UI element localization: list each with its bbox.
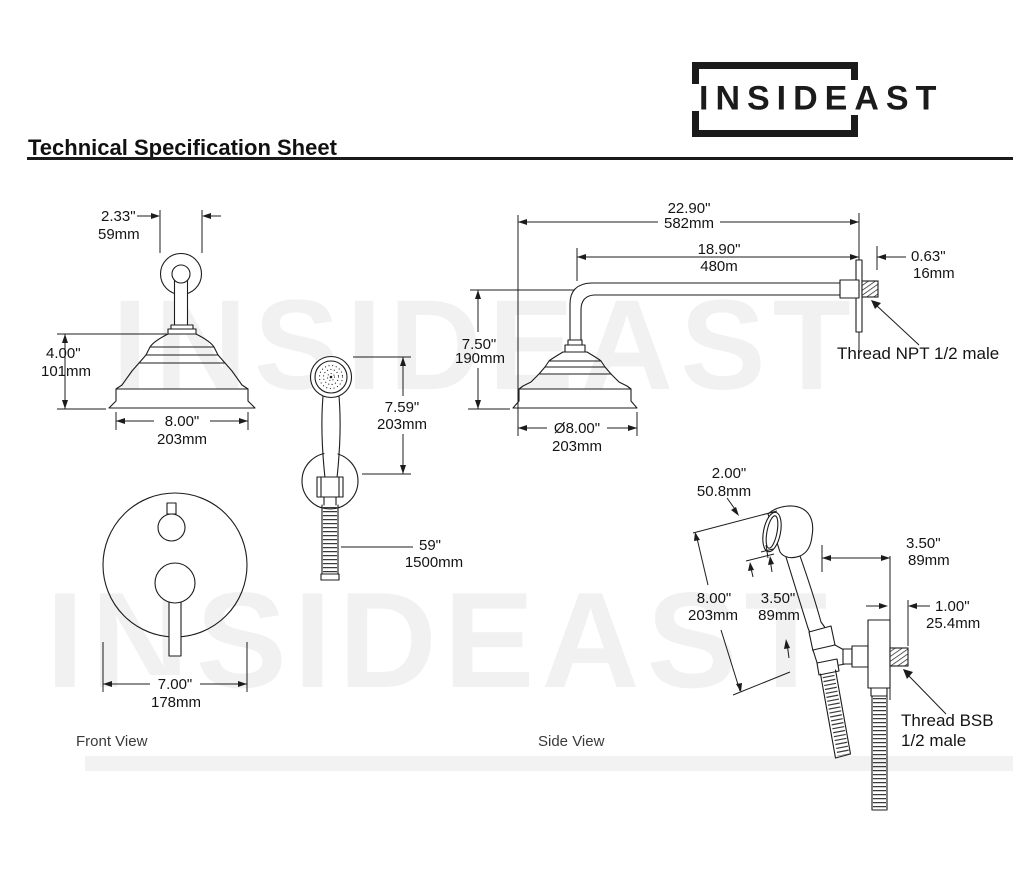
shower-head-side [512,339,638,409]
dim-drop-height: 7.50" 190mm [455,289,574,410]
dim-flange-width: 2.33" 59mm [98,208,221,253]
dim-text: 1500mm [405,554,463,571]
dim-text: 190mm [455,350,505,367]
dim-text: 59mm [98,226,140,243]
logo-text: INSIDEAST [699,79,944,118]
dim-text: 18.90" [698,241,741,258]
dim-text: 4.00" [46,345,81,362]
shower-arm-side [564,213,879,353]
dim-text: Ø8.00" [554,420,600,437]
dim-text: 8.00" [165,413,200,430]
title-rule [27,157,1013,160]
thread-bsb-text: Thread BSB [901,711,994,730]
thread-bsb-text: 1/2 male [901,731,966,750]
brand-logo: INSIDEAST [692,62,984,137]
dim-text: 203mm [552,438,602,455]
dim-text: 203mm [157,431,207,448]
dim-head-diameter: Ø8.00" 203mm [518,412,638,455]
dim-text: 178mm [151,694,201,711]
side-view-label: Side View [538,733,605,750]
dim-head-height: 4.00" 101mm [41,333,167,410]
dim-total-projection: 22.90" 582mm [517,200,859,436]
dim-text: 59" [419,537,441,554]
dim-text: 7.00" [158,676,193,693]
dim-flange-depth: 0.63" 16mm [876,246,955,282]
dim-text: 480m [700,258,738,275]
dim-handshower-head-width: 2.00" 50.8mm [692,465,778,534]
dim-text: 25.4mm [926,615,980,632]
watermark-box-band [85,756,1013,771]
thread-bsb-label: Thread BSB 1/2 male [901,669,994,750]
front-view-label: Front View [76,733,148,750]
hand-shower-side [762,505,909,811]
dim-text: 1.00" [935,598,970,615]
logo-box [692,62,858,137]
mixer-valve-front [102,492,248,657]
dim-text: 3.50" [761,590,796,607]
dim-text: 2.00" [712,465,747,482]
watermark-row-1: INSIDEAST [112,274,858,417]
dim-text: 582mm [664,215,714,232]
dim-handshower-wall-distance: 3.50" 89mm [821,535,950,572]
dim-text: 203mm [377,416,427,433]
dim-text: 3.50" [906,535,941,552]
hand-shower-front [301,355,359,581]
dim-text: 7.50" [462,336,497,353]
overhead-shower-front [108,252,256,409]
dim-valve-diameter: 7.00" 178mm [102,642,248,711]
dim-text: 16mm [913,265,955,282]
dim-text: 89mm [758,607,800,624]
dim-handshower-handle-length: 3.50" 89mm [745,544,800,659]
dim-text: 2.33" [101,208,136,225]
dim-head-width: 8.00" 203mm [115,412,249,448]
dim-text: 89mm [908,552,950,569]
dim-text: 7.59" [385,399,420,416]
dim-text: 50.8mm [697,483,751,500]
dim-text: 8.00" [697,590,732,607]
dim-arm-length: 18.90" 480m [576,241,859,281]
dim-bracket-depth: 1.00" 25.4mm [866,598,980,646]
dim-hose-length: 59" 1500mm [341,537,463,571]
thread-npt-text: Thread NPT 1/2 male [837,344,999,363]
dim-text: 0.63" [911,248,946,265]
dim-handshower-length-side: 8.00" 203mm [688,532,791,696]
page-title: Technical Specification Sheet [28,134,337,160]
dim-text: 203mm [688,607,738,624]
dim-handshower-length: 7.59" 203mm [353,356,427,475]
thread-npt-label: Thread NPT 1/2 male [837,300,999,363]
dim-text: 22.90" [668,200,711,217]
dim-text: 101mm [41,363,91,380]
